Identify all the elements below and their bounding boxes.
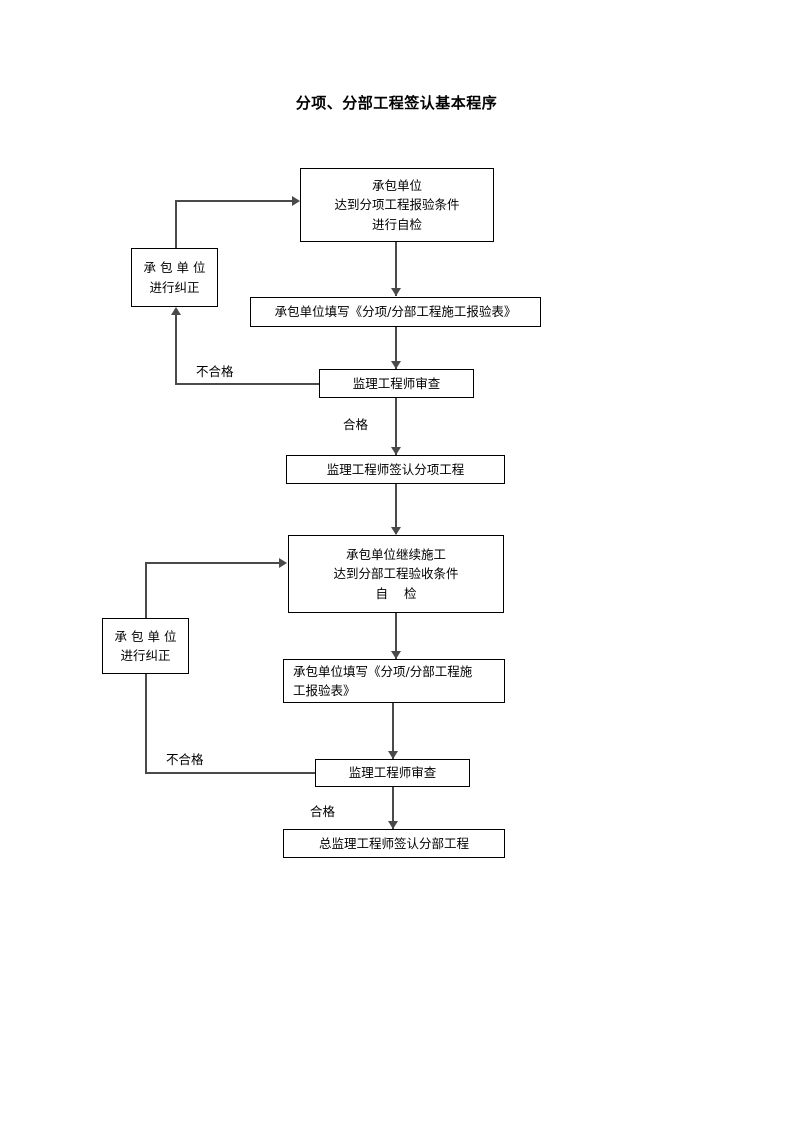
edge-label-qualified-upper: 合格 [341, 414, 371, 433]
arrowhead-n2-to-n1 [292, 196, 300, 206]
connector-n4-unqualified-vertical [175, 315, 177, 384]
node-line: 承包单位继续施工 [345, 546, 446, 562]
node-contractor-fill-form-lower[interactable]: 承包单位填写《分项/分部工程施 工报验表》 [283, 659, 505, 703]
arrowhead-n9-to-n10 [388, 821, 398, 829]
connector-n9-to-n10 [392, 787, 394, 829]
node-line: 承 包 单 位 [114, 628, 177, 644]
arrowhead-n4-to-n2 [171, 307, 181, 315]
connector-n8-to-n9 [392, 703, 394, 761]
node-contractor-self-inspection-subitem[interactable]: 承包单位 达到分项工程报验条件 进行自检 [300, 168, 494, 242]
node-line: 自 检 [375, 585, 417, 601]
connector-n6-to-n8 [395, 613, 397, 659]
connector-n2-to-n1-vertical [175, 200, 177, 248]
connector-n4-unqualified-horizontal [175, 383, 320, 385]
node-contractor-continue-construction[interactable]: 承包单位继续施工 达到分部工程验收条件 自 检 [288, 535, 504, 613]
connector-n7-to-n6-vertical [145, 562, 147, 618]
connector-n9-unqualified-vertical [145, 674, 147, 773]
arrowhead-n1-to-n3 [391, 288, 401, 296]
node-line: 承 包 单 位 [143, 260, 206, 276]
node-contractor-correction-upper[interactable]: 承 包 单 位 进行纠正 [131, 248, 218, 307]
connector-n5-to-n6 [395, 484, 397, 534]
page-title: 分项、分部工程签认基本程序 [295, 94, 498, 112]
node-line: 达到分项工程报验条件 [334, 197, 460, 213]
node-line: 进行纠正 [120, 648, 171, 663]
node-line: 进行纠正 [149, 279, 200, 295]
node-chief-supervising-engineer-sign-section[interactable]: 总监理工程师签认分部工程 [283, 829, 505, 858]
connector-n3-to-n4 [395, 327, 397, 369]
arrowhead-n7-to-n6 [279, 558, 287, 568]
connector-n2-to-n1-horizontal [175, 200, 293, 202]
arrowhead-n4-to-n5 [391, 447, 401, 455]
edge-label-unqualified-upper: 不合格 [194, 361, 236, 380]
node-contractor-correction-lower[interactable]: 承 包 单 位 进行纠正 [102, 618, 189, 674]
connector-n1-to-n3 [395, 242, 397, 296]
arrowhead-n3-to-n4 [391, 361, 401, 369]
arrowhead-n5-to-n6 [391, 527, 401, 535]
connector-n7-to-n6-horizontal [145, 562, 280, 564]
node-line: 监理工程师签认分项工程 [326, 461, 465, 477]
arrowhead-n6-to-n8 [391, 651, 401, 659]
node-supervising-engineer-sign-subitem[interactable]: 监理工程师签认分项工程 [286, 455, 505, 484]
arrowhead-n8-to-n9 [388, 751, 398, 759]
node-line: 工报验表》 [293, 683, 356, 698]
node-line: 承包单位填写《分项/分部工程施 [293, 663, 473, 679]
node-line: 监理工程师审查 [352, 375, 441, 391]
node-supervising-engineer-review-lower[interactable]: 监理工程师审查 [315, 759, 470, 787]
connector-n9-unqualified-horizontal [145, 772, 317, 774]
node-line: 总监理工程师签认分部工程 [318, 835, 469, 851]
node-line: 监理工程师审查 [348, 765, 437, 781]
node-line: 进行自检 [371, 216, 422, 232]
node-contractor-fill-form-upper[interactable]: 承包单位填写《分项/分部工程施工报验表》 [250, 297, 541, 327]
node-supervising-engineer-review-upper[interactable]: 监理工程师审查 [319, 369, 474, 398]
node-line: 达到分部工程验收条件 [333, 566, 459, 582]
edge-label-unqualified-lower: 不合格 [164, 749, 206, 768]
node-line: 承包单位填写《分项/分部工程施工报验表》 [274, 304, 517, 320]
connector-n4-to-n5 [395, 398, 397, 455]
edge-label-qualified-lower: 合格 [308, 801, 338, 820]
node-line: 承包单位 [371, 177, 422, 193]
